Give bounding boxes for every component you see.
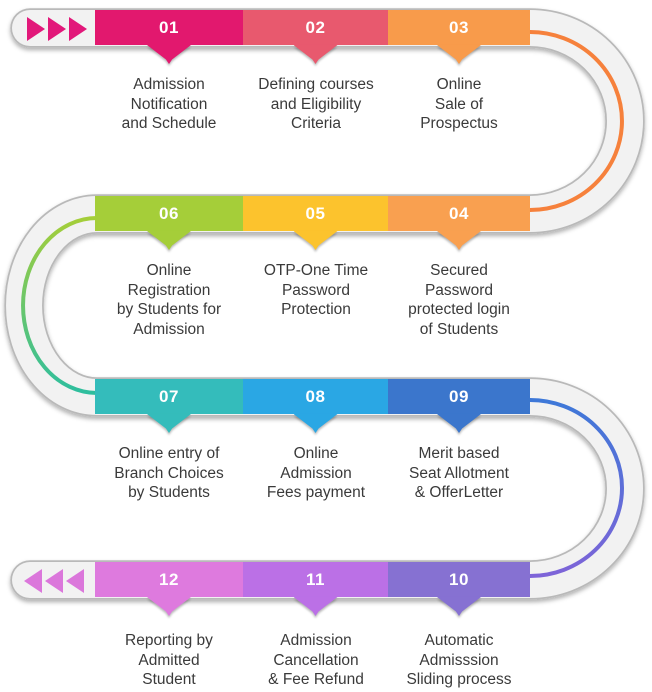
step-number: 04 [449, 204, 469, 223]
start-arrow-icon [69, 17, 87, 41]
step-pointer [293, 597, 338, 616]
step-banner-09: 09 [388, 379, 530, 433]
step-pointer [437, 231, 481, 250]
step-label-09: Merit based Seat Allotment & OfferLetter [409, 445, 509, 501]
end-arrows [24, 569, 84, 593]
step-number: 05 [305, 204, 326, 223]
step-pointer [437, 597, 481, 616]
step-banner-10: 10 [388, 562, 530, 616]
step-banner-03: 03 [388, 10, 530, 64]
step-banner-08: 08 [243, 379, 388, 433]
step-label-01: Admission Notification and Schedule [121, 76, 217, 132]
blue-curve-stripe [529, 398, 624, 578]
step-banner-01: 01 [95, 10, 243, 64]
end-arrow-icon [66, 569, 84, 593]
step-label-03: Online Sale of Prospectus [420, 76, 498, 132]
step-pointer [293, 231, 338, 250]
step-label-04: Secured Password protected login of Stud… [408, 262, 510, 338]
step-banner-07: 07 [95, 379, 243, 433]
end-arrow-icon [45, 569, 63, 593]
step-pointer [147, 414, 191, 433]
step-pointer [293, 414, 338, 433]
step-number: 03 [449, 18, 469, 37]
step-label-08: Online Admission Fees payment [266, 445, 366, 501]
step-banner-02: 02 [243, 10, 388, 64]
step-pointer [147, 45, 191, 64]
step-banner-04: 04 [388, 196, 530, 250]
step-label-10: Automatic Admisssion Sliding process [406, 632, 512, 688]
step-pointer [293, 45, 338, 64]
step-pointer [437, 45, 481, 64]
step-number: 10 [449, 570, 469, 589]
end-arrow-icon [24, 569, 42, 593]
start-arrow-icon [27, 17, 45, 41]
step-label-05: OTP-One Time Password Protection [263, 262, 369, 318]
step-number: 02 [305, 18, 326, 37]
start-arrow-icon [48, 17, 66, 41]
step-number: 09 [449, 387, 469, 406]
step-banner-05: 05 [243, 196, 388, 250]
orange-curve-stripe [529, 30, 624, 212]
step-label-12: Reporting by Admitted Student [125, 632, 213, 688]
step-banner-11: 11 [243, 562, 388, 616]
step-number: 06 [159, 204, 179, 223]
step-number: 08 [305, 387, 326, 406]
step-label-07: Online entry of Branch Choices by Studen… [114, 445, 224, 501]
step-number: 07 [159, 387, 179, 406]
start-arrows [27, 17, 87, 41]
step-label-06: Online Registration by Students for Admi… [116, 262, 222, 338]
step-pointer [147, 597, 191, 616]
step-pointer [147, 231, 191, 250]
step-banner-12: 12 [95, 562, 243, 616]
step-pointer [437, 414, 481, 433]
step-label-02: Defining courses and Eligibility Criteri… [258, 76, 374, 132]
step-number: 12 [159, 570, 179, 589]
green-curve-stripe [21, 216, 98, 395]
step-label-11: Admission Cancellation & Fee Refund [268, 632, 364, 688]
step-number: 01 [159, 18, 179, 37]
step-banner-06: 06 [95, 196, 243, 250]
step-number: 11 [306, 570, 325, 589]
